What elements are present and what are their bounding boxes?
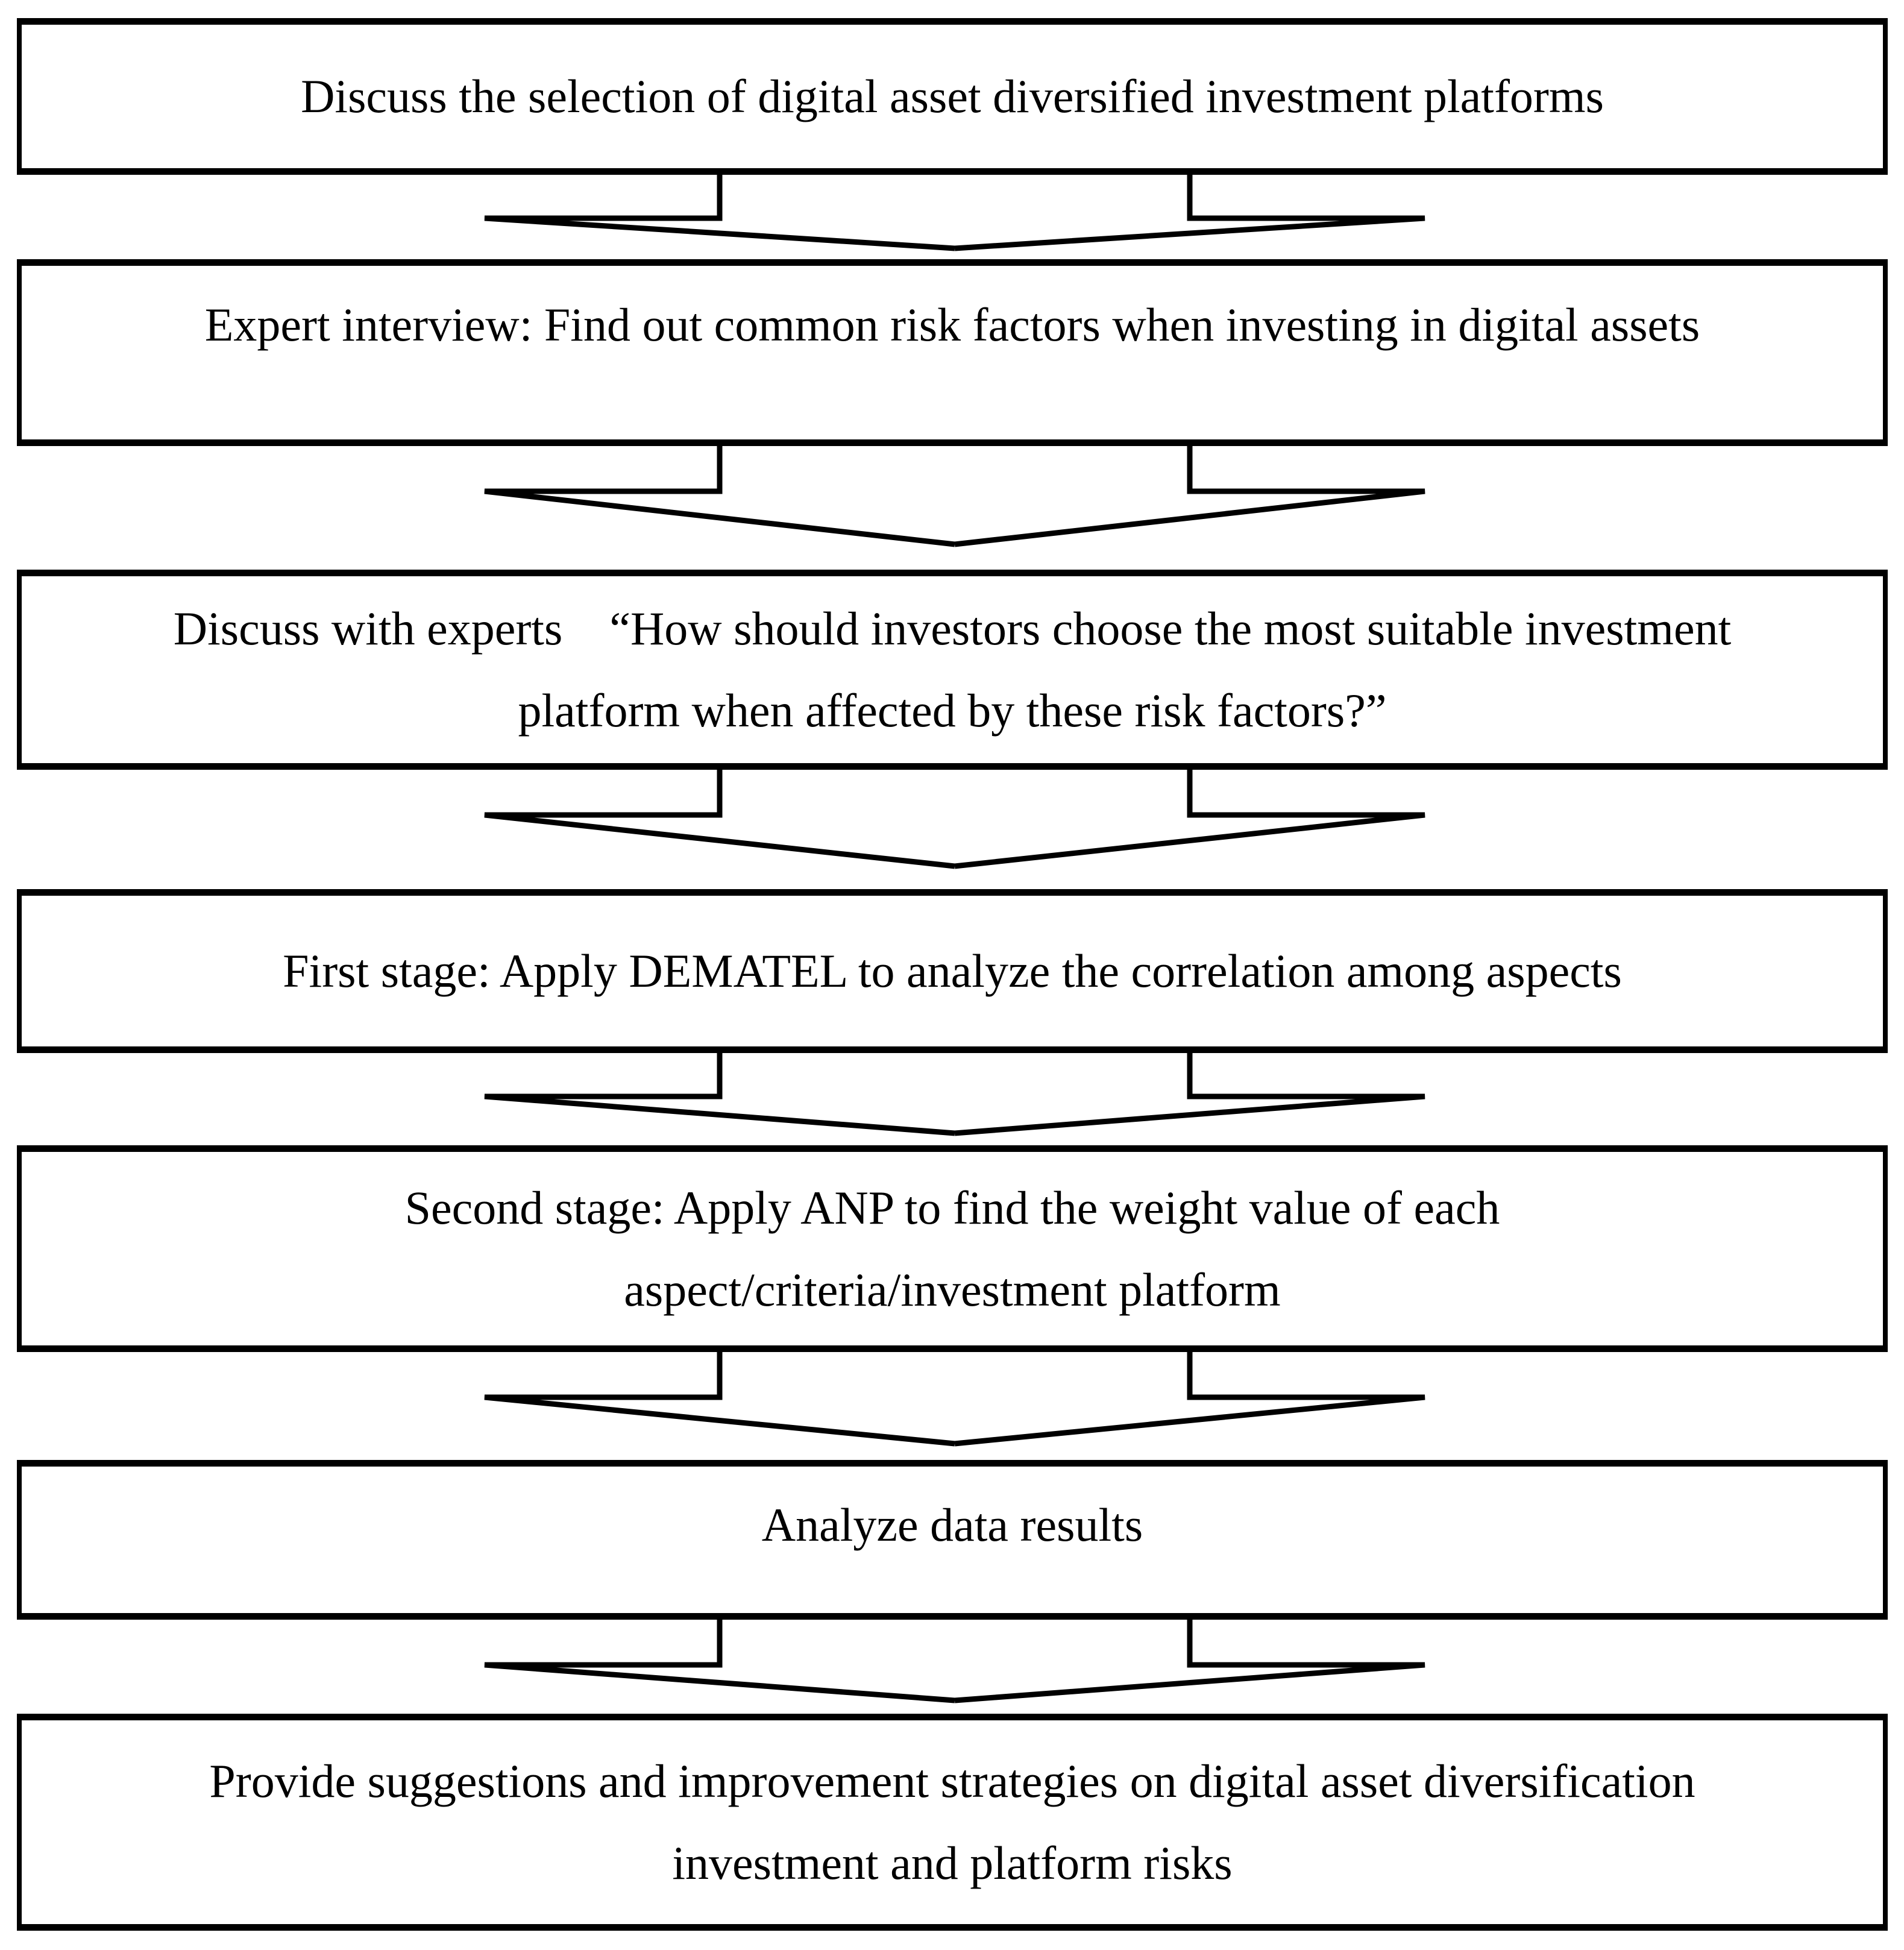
flow-step-3: Discuss with experts “How should investo… <box>17 570 1888 770</box>
flow-step-1: Discuss the selection of digital asset d… <box>17 18 1888 175</box>
down-arrow-connector-4 <box>484 1053 1425 1136</box>
flow-step-5-text-line-1: Second stage: Apply ANP to find the weig… <box>404 1181 1500 1234</box>
flow-step-6-text: Analyze data results <box>761 1498 1143 1551</box>
flow-step-5-text-line-2: aspect/criteria/investment platform <box>624 1263 1281 1316</box>
flow-step-1-text: Discuss the selection of digital asset d… <box>301 70 1604 122</box>
flow-step-7-text-line-1: Provide suggestions and improvement stra… <box>209 1755 1695 1807</box>
flowchart-stack: Discuss the selection of digital asset d… <box>17 18 1888 1931</box>
flow-step-4-text: First stage: Apply DEMATEL to analyze th… <box>283 945 1622 997</box>
down-arrow-connector-6 <box>484 1620 1425 1703</box>
flow-step-2-text: Expert interview: Find out common risk f… <box>204 298 1700 351</box>
flow-step-7-text-line-2: investment and platform risks <box>672 1837 1233 1889</box>
down-arrow-connector-3 <box>484 770 1425 869</box>
flow-step-2: Expert interview: Find out common risk f… <box>17 259 1888 446</box>
flow-step-3-text-line-2: platform when affected by these risk fac… <box>518 684 1387 737</box>
flow-step-4: First stage: Apply DEMATEL to analyze th… <box>17 889 1888 1053</box>
flow-step-3-text-line-1: Discuss with experts “How should investo… <box>173 602 1732 655</box>
down-arrow-connector-2 <box>484 446 1425 547</box>
down-arrow-connector-1 <box>484 175 1425 251</box>
down-arrow-connector-5 <box>484 1352 1425 1447</box>
flow-step-6: Analyze data results <box>17 1460 1888 1620</box>
flow-step-7: Provide suggestions and improvement stra… <box>17 1714 1888 1931</box>
flow-step-5: Second stage: Apply ANP to find the weig… <box>17 1145 1888 1352</box>
